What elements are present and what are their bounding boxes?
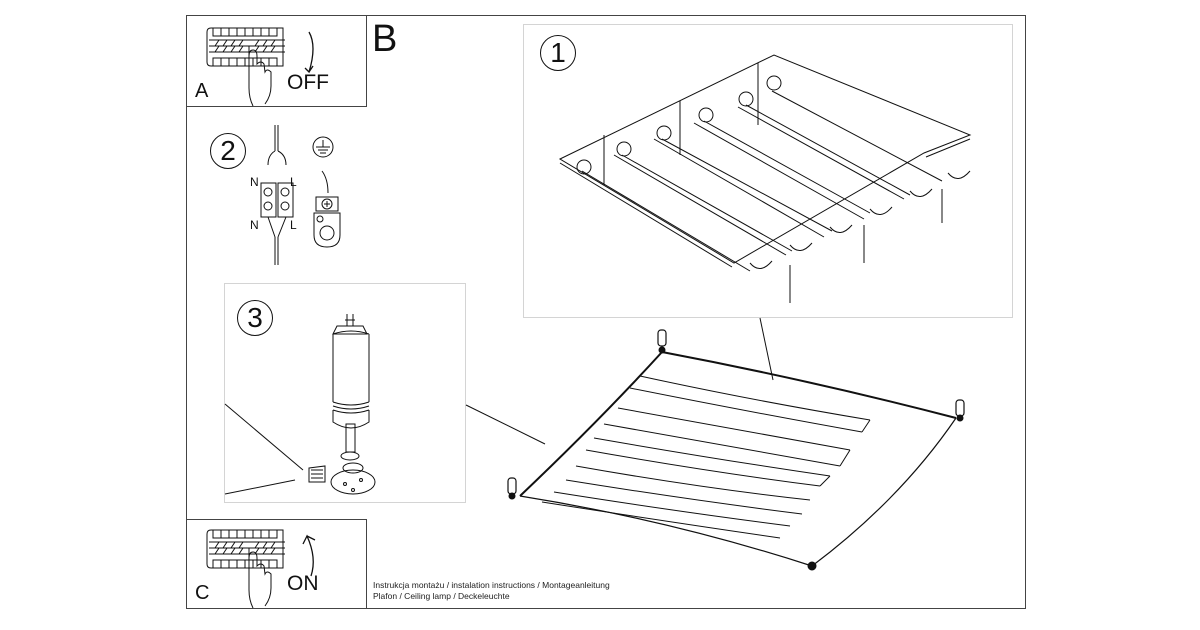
step-c-box: ON C [186, 519, 367, 609]
circuit-breaker-on-icon [206, 529, 316, 609]
caption-line-1: Instrukcja montażu / instalation instruc… [373, 580, 610, 590]
step-a-state-label: OFF [287, 71, 329, 94]
step-1-number: 1 [540, 35, 576, 71]
instruction-sheet-frame [186, 15, 1026, 609]
step-1-panel: 1 [523, 24, 1013, 318]
circuit-breaker-off-icon [206, 27, 314, 107]
step-3-number: 3 [237, 300, 273, 336]
assembled-ceiling-lamp-icon [507, 329, 965, 571]
wire-label-n-top: N [250, 175, 259, 189]
step-c-letter: C [195, 582, 210, 604]
step-c-state-label: ON [287, 572, 319, 595]
document-caption: Instrukcja montażu / instalation instruc… [373, 580, 610, 602]
wire-label-l-bottom: L [290, 218, 297, 232]
lamp-holder-assembly-icon [224, 314, 376, 495]
wire-label-l-top: L [290, 175, 297, 189]
earth-ground-icon [312, 136, 341, 248]
caption-line-2: Plafon / Ceiling lamp / Deckeleuchte [373, 591, 510, 601]
ceiling-panel-tubes-icon [558, 54, 972, 303]
terminal-block-icon [260, 125, 294, 265]
step-2-number: 2 [210, 133, 246, 169]
step-a-box: OFF A [186, 15, 367, 107]
step-3-panel: 3 [224, 283, 466, 503]
step-a-letter: A [195, 80, 209, 102]
wire-label-n-bottom: N [250, 218, 259, 232]
sheet-label-b: B [372, 18, 398, 60]
